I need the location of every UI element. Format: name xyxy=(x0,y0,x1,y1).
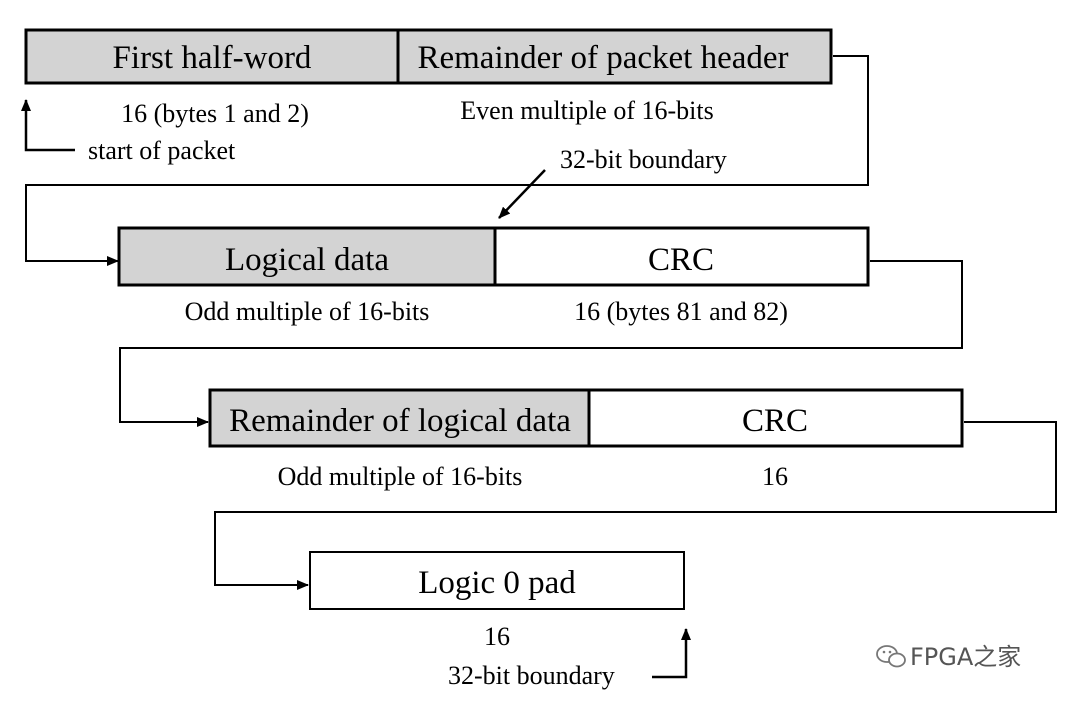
logic-zero-pad-label: Logic 0 pad xyxy=(418,565,576,601)
remainder-logical-data-label: Remainder of logical data xyxy=(229,403,571,439)
crc1-label: CRC xyxy=(648,242,714,278)
logic-zero-pad-box xyxy=(309,551,685,610)
logical-data-box xyxy=(117,226,497,287)
remainder-header-box xyxy=(396,28,833,85)
connector-remainder-to-pad xyxy=(214,421,1057,590)
boundary-upper-label: 32-bit boundary xyxy=(560,145,727,174)
first-half-word-box xyxy=(24,28,400,85)
first-half-word-label: First half-word xyxy=(113,40,312,76)
crc2-size: 16 xyxy=(762,462,788,491)
connector-data-to-remainder xyxy=(119,260,963,427)
start-of-packet-label: start of packet xyxy=(88,136,236,165)
pad-size: 16 xyxy=(484,622,510,651)
crc2-label: CRC xyxy=(742,403,808,439)
logical-data-label: Logical data xyxy=(225,242,389,278)
crc1-size: 16 (bytes 81 and 82) xyxy=(574,297,788,326)
watermark-text: FPGA之家 xyxy=(910,643,1021,671)
boundary-upper-arrow xyxy=(498,169,546,219)
data2-size: Odd multiple of 16-bits xyxy=(278,462,523,491)
header-size-remainder: Even multiple of 16-bits xyxy=(460,96,713,125)
header-size-first: 16 (bytes 1 and 2) xyxy=(121,99,309,128)
crc1-box xyxy=(493,226,870,287)
boundary-lower-label: 32-bit boundary xyxy=(448,661,615,690)
boundary-lower-arrow xyxy=(652,628,691,679)
start-of-packet-arrow xyxy=(21,99,75,152)
remainder-header-label: Remainder of packet header xyxy=(417,40,788,76)
connector-header-to-data xyxy=(25,55,869,266)
data1-size: Odd multiple of 16-bits xyxy=(185,297,430,326)
crc2-box xyxy=(587,388,964,448)
wechat-icon xyxy=(876,645,906,668)
